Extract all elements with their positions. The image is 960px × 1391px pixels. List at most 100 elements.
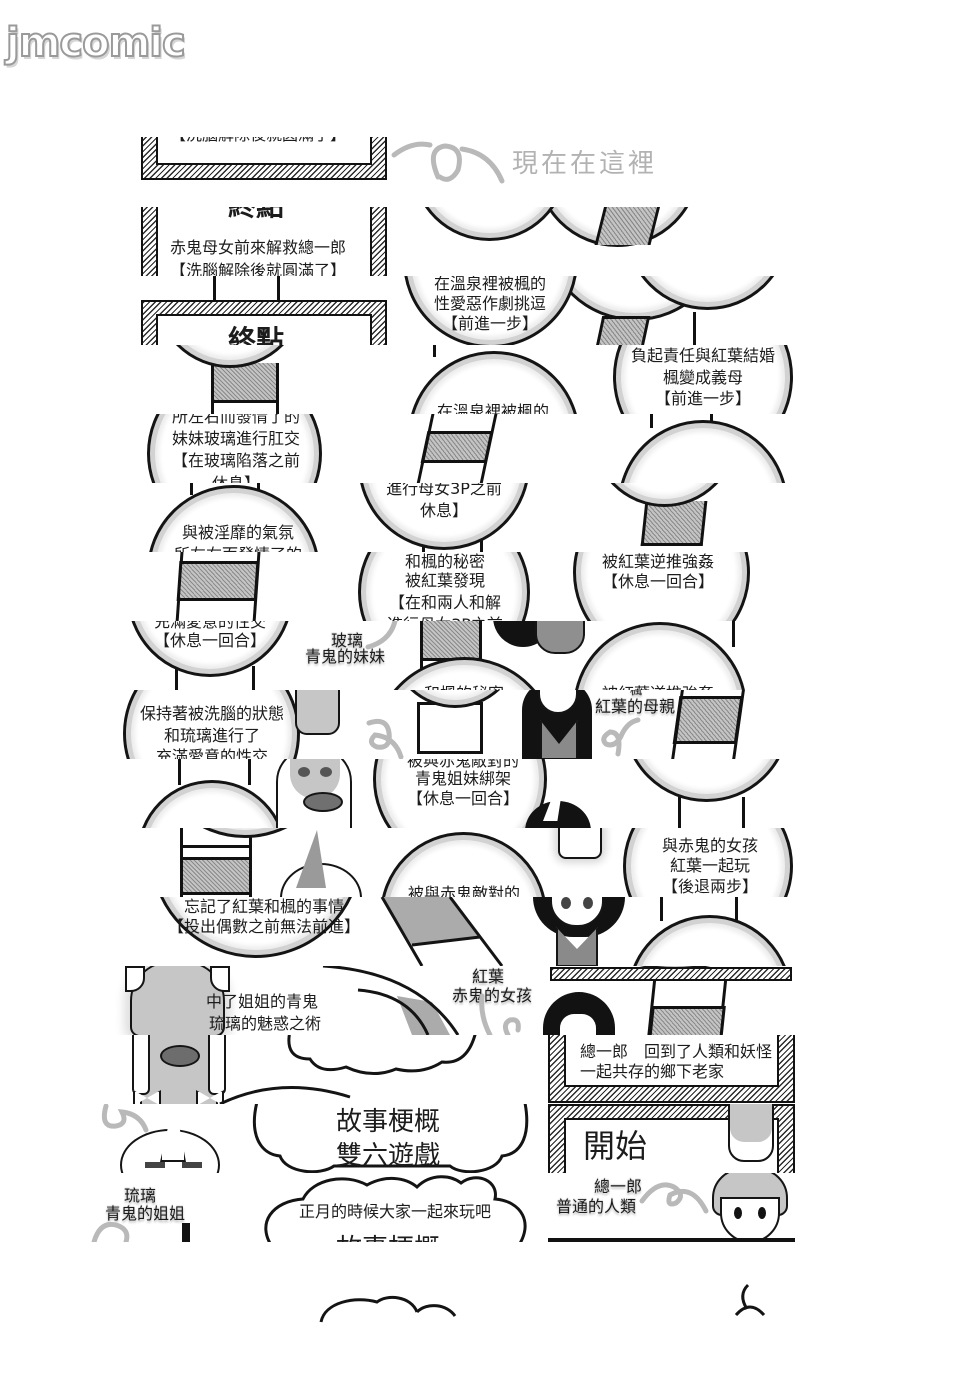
story-cloud [264,1175,527,1242]
space-hari-mood-effect: 【在玻璃陷落之前 [171,451,300,470]
space-marriage-circle [613,345,793,414]
space-marriage-line: 楓變成義母 [662,368,743,387]
character-ruri-eye [182,1162,202,1168]
character-ruri-hair [132,1035,150,1095]
character-ruri-twintail [210,966,230,992]
ladder-rail [252,666,255,690]
goal-box-frame [141,300,387,345]
space-secret-effect: 進行母女3P之前 [386,483,502,498]
ladder-rung [180,845,252,859]
cloud-fragment [319,1295,457,1323]
character-ruri-twintail [125,966,145,992]
space-secret-circle [358,552,530,621]
swirl-path [479,993,521,1035]
swirl-decoration [601,717,641,757]
speech-cloud [287,1035,477,1075]
story-subtitle: 雙六遊戲 [335,1141,440,1171]
goal-title: 終點 [227,324,284,346]
ladder-rail [660,897,663,921]
space-onsen-line: 在溫泉裡被楓的 [433,276,546,293]
space-hari-mood-line: 妹妹玻璃進行肛交 [171,429,300,448]
swirl-decoration [91,1221,130,1242]
character-soichiro-name: 總一郎 [593,1177,642,1196]
ladder-rail [678,797,681,828]
start-label: 開始 [583,1127,648,1165]
space-kidnap-line: 被與赤鬼敵對的 [406,759,519,770]
swirl-path [601,717,641,757]
character-soichiro-eye [734,1207,742,1219]
space-kidnap-line: 被與赤鬼敵對的 [407,884,520,898]
ladder-rail [277,276,280,302]
strip-11: 忘記了紅葉和楓的事情 【投出偶數之前無法前進】 [0,897,960,966]
space-kidnap-effect: 【休息一回合】 [406,789,519,808]
board-space-circle [592,483,737,507]
character-ruri-horn-tip [182,1223,190,1242]
character-momiji-description: 赤鬼的女孩 [451,986,532,1005]
story-title: 故事梗概 [278,1234,498,1242]
space-play-line: 與赤鬼的女孩 [661,836,758,855]
swirl-decoration [101,1104,149,1133]
space-play-circle [623,828,793,897]
strip-7: 充滿愛意的性交 【休息一回合】 玻璃 青鬼的妹妹 和楓的秘密 被紅葉逆推強姦 [0,621,960,690]
space-secret-effect: 休息】 [419,501,468,520]
sprout-head [734,1305,766,1317]
strip-14: 故事梗概 雙六遊戲 開始 [0,1104,960,1173]
ladder-rail [448,897,504,966]
swirl-decoration [365,621,398,650]
sprout-stem [741,1283,750,1310]
space-marriage-effect: 【前進一步】 [654,389,751,408]
ladder-rail [190,483,193,495]
goal-box-inner [156,207,372,276]
board-space-circle [137,780,287,828]
space-play-line: 紅葉一起玩 [669,856,750,875]
character-kaede-description: 紅葉的母親 [594,697,675,716]
space-reverse-circle [573,622,747,690]
space-onsen-effect: 【前進一步】 [441,314,538,333]
ladder-rail [178,759,181,785]
ladder-rung [382,897,480,945]
space-marriage-line: 負起責任與紅葉結婚 [630,346,775,365]
start-box-top-bar [550,967,792,981]
ladder-diagonal [380,897,504,966]
space-brainwashed-line: 充滿愛意的性交 [153,621,266,631]
cloud-outline [264,1175,527,1242]
character-hari-eye [320,767,332,777]
character-hari-description: 青鬼的妹妹 [304,647,385,666]
speech-cloud [219,1086,351,1104]
space-brainwashed-line: 和琉璃進行了 [163,726,260,745]
current-position-marker: 現在在這裡 [512,149,658,179]
space-reverse-effect: 【休息一回合】 [601,572,714,591]
ladder-rails [211,363,279,414]
character-hari-collar [303,792,343,812]
space-reverse-line: 被紅葉逆推強姦 [601,552,714,571]
circle-arc [322,966,460,1035]
swirl-decoration [391,141,505,184]
swirl-path [391,141,505,184]
space-kidnap-circle [373,759,547,828]
character-ruri-head [130,966,225,1035]
strip-5: 與被淫靡的氣氛 所左右而發情了的 進行母女3P之前 休息】 [0,483,960,552]
ladder-rung [648,1006,726,1035]
ladder-rail [650,414,653,428]
cloud-outline [219,1086,351,1104]
space-hari-mood-line: 與被淫靡的氣氛 [181,523,294,542]
character-kaede-face [560,1014,596,1035]
strip-0: 【洗腦解除後就圓滿了】 現在在這裡 [0,137,960,207]
space-charm-line: 琉璃的魅惑之術 [208,1014,321,1033]
character-momiji-eye [583,897,593,909]
space-brainwashed-circle [123,690,300,759]
space-onsen-line: 性愛惡作劇挑逗 [433,294,546,313]
cloud-outline [287,1035,477,1075]
board-space-circle [390,690,520,708]
strip-3: 在溫泉裡被楓的 負起責任與紅葉結婚 楓變成義母 【前進一步】 [0,345,960,414]
goal-title: 終點 [146,207,366,222]
ladder-rail [735,897,738,921]
character-ruri-name: 琉璃 [123,1186,156,1205]
strip-6: 和楓的秘密 被紅葉發現 【在和兩人和解 進行母女3P之前 被紅葉逆推強姦 【休息… [0,552,960,621]
goal-box-frame [141,207,387,276]
start-box-bottom-bar [548,1238,795,1242]
space-reverse-circle [573,552,750,621]
space-reverse-line: 被紅葉逆推強姦 [548,685,768,691]
strip-12: 中了姐姐的青鬼 琉璃的魅惑之術 紅葉 赤鬼的女孩 [0,966,960,1035]
